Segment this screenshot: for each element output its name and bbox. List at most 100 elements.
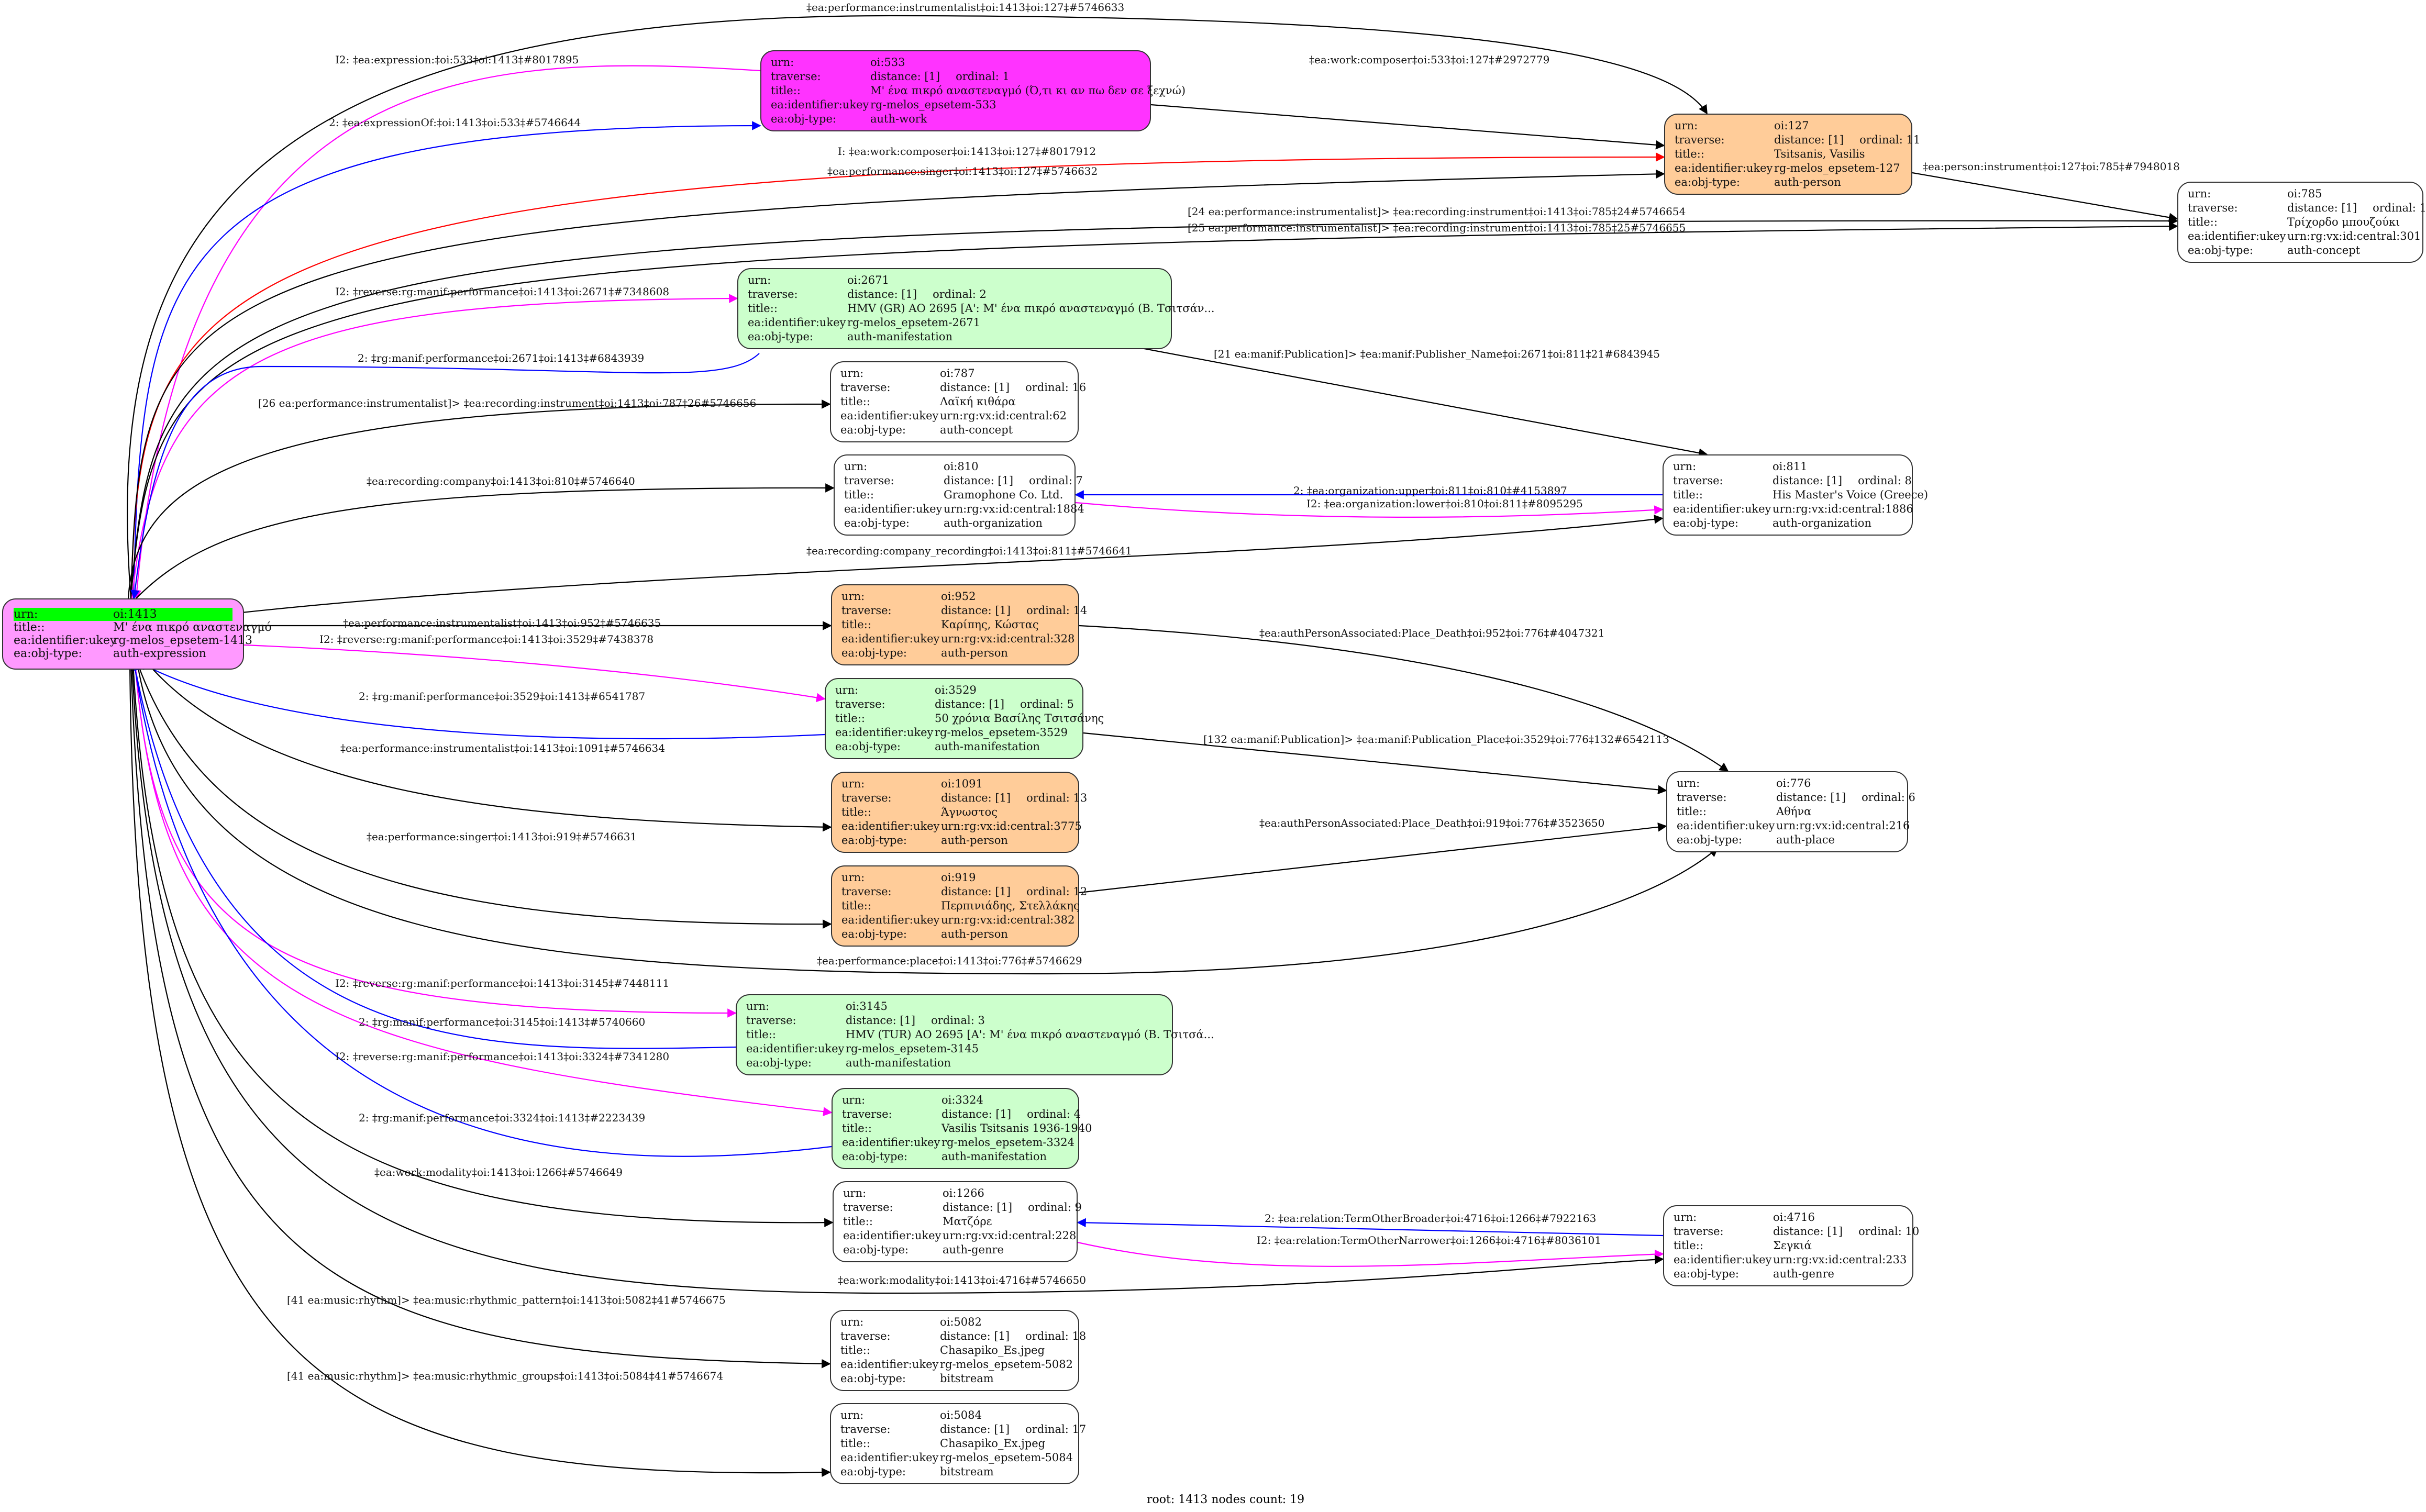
- node-traverse-row: traverse:distance: [1]ordinal: 17: [840, 1422, 1086, 1437]
- node-objtype-row: ea:obj-type:auth-person: [841, 646, 1071, 660]
- node-key: urn:: [1673, 460, 1697, 473]
- node-key: ea:identifier:ukey: [1677, 819, 1775, 832]
- node-distance: distance: [1]: [941, 792, 1011, 804]
- node-title-row: title::His Master's Voice (Greece): [1673, 488, 1928, 502]
- node-key: ea:obj-type:: [840, 424, 906, 436]
- node-key: title::: [841, 618, 871, 631]
- node-title: Λαϊκή κιθάρα: [940, 395, 1016, 408]
- node-key: urn:: [841, 590, 865, 603]
- node-traverse-row: traverse:distance: [1]ordinal: 12: [841, 885, 1087, 899]
- edge-label: [26 ea:performance:instrumentalist]> ‡ea…: [258, 397, 757, 409]
- node-traverse-row: traverse:distance: [1]ordinal: 6: [1677, 791, 1915, 805]
- node-title-row: title::Σεγκιά: [1674, 1239, 1905, 1253]
- node-title-row: title::Vasilis Tsitsanis 1936-1940: [842, 1121, 1092, 1136]
- node-key: ea:identifier:ukey: [843, 1229, 941, 1242]
- node-objtype: auth-person: [1774, 176, 1841, 188]
- node-ukey: urn:rg:vx:id:central:328: [941, 632, 1075, 645]
- node-key: urn:: [840, 1316, 864, 1328]
- edge-n3529-to-n1413: [138, 662, 825, 740]
- node-title-row: title::Άγνωστος: [841, 805, 1071, 819]
- node-traverse-row: traverse:distance: [1]ordinal: 10: [1674, 1225, 1919, 1239]
- node-title: 50 χρόνια Βασίλης Τσιτσάνης: [935, 712, 1104, 725]
- node-key: ea:obj-type:: [840, 1465, 906, 1478]
- node-key: traverse:: [748, 288, 798, 301]
- node-key: title::: [840, 395, 870, 408]
- node-objtype: auth-manifestation: [941, 1150, 1047, 1163]
- node-key: traverse:: [840, 381, 891, 394]
- node-title: Σεγκιά: [1773, 1239, 1812, 1252]
- edge-label: I2: ‡reverse:rg:manif:performance‡oi:141…: [335, 285, 670, 298]
- node-ordinal: ordinal: 15: [2373, 202, 2426, 214]
- node-key: ea:obj-type:: [840, 1372, 906, 1385]
- node-key: ea:obj-type:: [835, 740, 901, 753]
- edge-label: ‡ea:performance:instrumentalist‡oi:1413‡…: [340, 742, 665, 754]
- node-key: ea:identifier:ukey: [1675, 162, 1773, 174]
- node-key: title::: [843, 1215, 873, 1228]
- node-objtype: auth-person: [941, 928, 1008, 940]
- edge-n810-to-n811: [1075, 502, 1664, 518]
- node-key: traverse:: [2188, 202, 2238, 214]
- node-ordinal: ordinal: 1: [956, 70, 1010, 83]
- edge-n952-to-n776: [1079, 625, 1729, 772]
- node-distance: distance: [1]: [1773, 474, 1843, 487]
- node-urn: oi:533: [870, 56, 905, 69]
- edge-n1413-to-n3324: [134, 662, 833, 1116]
- node-traverse: distance: [1]ordinal: 4: [941, 1107, 1081, 1121]
- edge-n127-to-n785: [1912, 172, 2178, 222]
- node-traverse: distance: [1]ordinal: 12: [941, 885, 1087, 899]
- node-ordinal: ordinal: 7: [1029, 474, 1083, 487]
- node-key: urn:: [771, 56, 794, 69]
- edge-label: [132 ea:manif:Publication]> ‡ea:manif:Pu…: [1203, 733, 1669, 746]
- node-traverse: distance: [1]ordinal: 1: [870, 70, 1010, 84]
- node-traverse-row: traverse:distance: [1]ordinal: 16: [840, 381, 1086, 395]
- node-title: Tsitsanis, Vasilis: [1774, 148, 1865, 160]
- node-traverse-row: traverse:distance: [1]ordinal: 18: [840, 1329, 1086, 1343]
- node-distance: distance: [1]: [940, 1423, 1010, 1436]
- edge-label: 2: ‡ea:relation:TermOtherBroader‡oi:4716…: [1265, 1212, 1597, 1225]
- node-objtype-row: ea:obj-type:auth-place: [1677, 833, 1900, 847]
- edge-n3529-to-n776: [1083, 732, 1667, 795]
- graph-node-root-1413[interactable]: urn:oi:1413 title::Μ' ένα πικρό αναστενα…: [2, 598, 272, 670]
- node-ukey: urn:rg:vx:id:central:62: [940, 409, 1067, 422]
- node-urn-row: urn:oi:787: [840, 366, 1070, 381]
- node-traverse: distance: [1]ordinal: 7: [944, 474, 1083, 488]
- edge-n2671-to-n1413: [130, 353, 760, 599]
- node-key: ea:obj-type:: [843, 1243, 909, 1256]
- edge-label: 2: ‡rg:manif:performance‡oi:3145‡oi:1413…: [359, 1016, 646, 1028]
- node-key: urn:: [842, 1094, 866, 1106]
- node-distance: distance: [1]: [1776, 791, 1846, 804]
- node-distance: distance: [1]: [935, 698, 1005, 710]
- edge-label: I2: ‡ea:expression:‡oi:533‡oi:1413‡#8017…: [335, 53, 579, 66]
- node-objtype-row: ea:obj-type:bitstream: [840, 1372, 1071, 1386]
- node-key: ea:identifier:ukey: [840, 1451, 939, 1464]
- node-key: traverse:: [1677, 791, 1727, 804]
- node-key: urn:: [843, 1187, 867, 1199]
- node-objtype-row: ea:obj-type:bitstream: [840, 1465, 1071, 1479]
- node-urn: oi:3145: [846, 1000, 888, 1013]
- node-objtype-row: ea:obj-type:auth-organization: [1673, 516, 1904, 530]
- node-urn: oi:810: [944, 460, 979, 473]
- node-title: Περπινιάδης, Στελλάκης: [941, 899, 1080, 912]
- node-ukey: rg-melos_epsetem-533: [870, 98, 996, 111]
